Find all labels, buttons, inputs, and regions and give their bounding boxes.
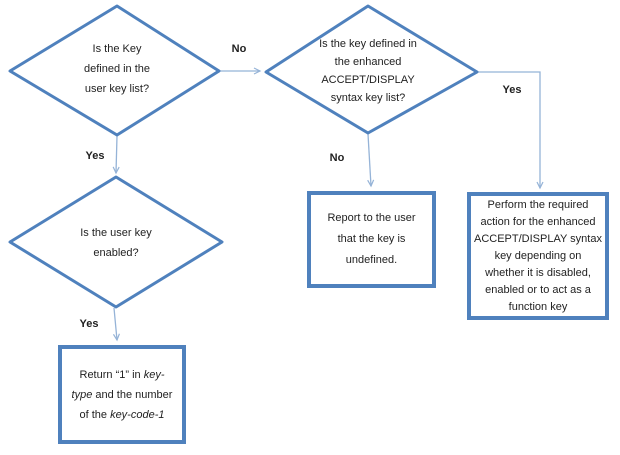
decision-diamond-user-key-defined: [8, 4, 221, 137]
decision-text-enhanced-key-defined: Is the key defined in the enhanced ACCEP…: [319, 38, 417, 104]
decision-text-user-key-enabled: Is the user key enabled?: [80, 227, 152, 259]
process-box-report-undefined: Report to the user that the key is undef…: [307, 191, 436, 288]
process-box-perform-action: Perform the required action for the enha…: [467, 192, 609, 320]
edge-label-no-middle: No: [329, 152, 345, 164]
edge-label-no-top: No: [231, 43, 247, 55]
process-text-report-undefined: Report to the user that the key is undef…: [327, 212, 416, 266]
edge-label-yes-right: Yes: [502, 84, 522, 96]
connector-d2-to-perform: [478, 71, 544, 190]
connector-d2-to-report: [367, 133, 375, 188]
connector-d1-to-d3: [112, 135, 120, 175]
connector-d3-to-return: [112, 307, 120, 342]
decision-text-user-key-defined: Is the Key defined in the user key list?: [83, 43, 151, 95]
decision-diamond-enhanced-key-defined: [264, 4, 479, 135]
decision-diamond-user-key-enabled: [8, 175, 224, 309]
edge-label-yes-left: Yes: [85, 150, 105, 162]
process-text-perform-action: Perform the required action for the enha…: [474, 198, 602, 313]
edge-label-yes-bottom: Yes: [79, 318, 99, 330]
